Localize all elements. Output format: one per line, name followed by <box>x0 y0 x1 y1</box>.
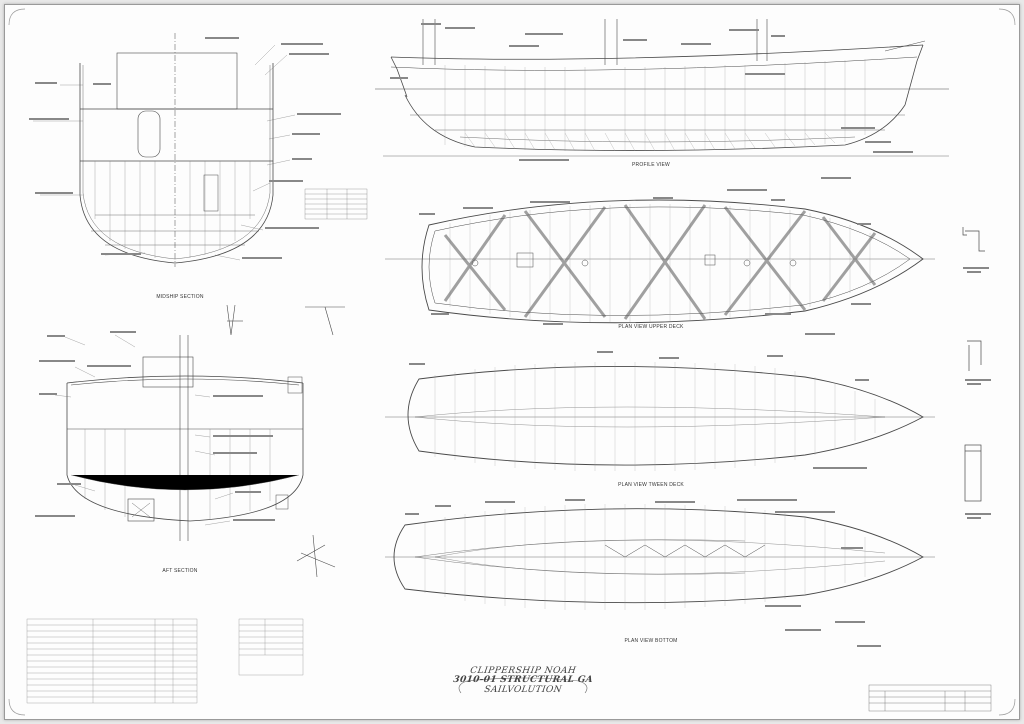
midship-section-frames <box>94 161 251 258</box>
caption-section-aft: AFT SECTION <box>115 568 245 575</box>
notes-table-1 <box>26 618 198 704</box>
upper-deck-label-marks <box>419 177 871 335</box>
caption-section-aft-text: AFT SECTION <box>162 568 198 574</box>
caption-plan-bottom: PLAN VIEW BOTTOM <box>571 638 731 645</box>
profile-frames <box>444 59 866 151</box>
ship-drawing <box>8 8 1016 716</box>
caption-profile-text: PROFILE VIEW <box>632 162 670 168</box>
caption-plan-upper: PLAN VIEW UPPER DECK <box>571 324 731 331</box>
corner-marks <box>8 8 1016 716</box>
midship-table <box>304 188 368 220</box>
caption-plan-tween: PLAN VIEW TWEEN DECK <box>571 482 731 489</box>
profile-label-marks <box>390 23 913 161</box>
aft-section-frames <box>70 429 300 519</box>
upper-deck-fittings <box>471 252 797 268</box>
revision-block <box>868 684 992 712</box>
bottom-frames <box>424 504 866 610</box>
upper-deck-frames <box>449 204 871 322</box>
detail-sections <box>962 227 985 502</box>
midship-leaders <box>33 44 296 261</box>
caption-section-midship-text: MIDSHIP SECTION <box>156 294 204 300</box>
aft-section <box>66 335 304 541</box>
plan-bottom <box>385 508 935 604</box>
caption-plan-upper-text: PLAN VIEW UPPER DECK <box>618 324 684 330</box>
aft-label-marks <box>35 331 275 521</box>
notes-table-2 <box>238 618 304 676</box>
profile-view <box>375 40 949 157</box>
midship-label-marks <box>29 37 341 259</box>
plan-tween-deck <box>385 366 935 466</box>
detail-label-marks <box>963 267 991 519</box>
caption-plan-bottom-text: PLAN VIEW BOTTOM <box>624 638 678 644</box>
upper-deck-diagonals <box>443 204 877 320</box>
bottom-label-marks <box>405 499 881 647</box>
tween-deck-label-marks <box>409 351 869 469</box>
detail-sketches <box>226 304 345 578</box>
title-cartouche <box>458 677 588 694</box>
aft-leaders <box>54 334 234 526</box>
caption-section-midship: MIDSHIP SECTION <box>115 294 245 301</box>
midship-section <box>79 33 274 267</box>
tween-deck-frames <box>434 362 876 471</box>
caption-plan-tween-text: PLAN VIEW TWEEN DECK <box>618 482 684 488</box>
caption-profile: PROFILE VIEW <box>571 162 731 169</box>
title-company: SAILVOLUTION <box>483 684 563 695</box>
profile-hatching <box>464 132 836 152</box>
drawing-sheet: PROFILE VIEW PLAN VIEW UPPER DECK PLAN V… <box>4 4 1020 720</box>
profile-masts <box>422 19 768 65</box>
title-block: CLIPPERSHIP NOAH 3010-01 STRUCTURAL GA S… <box>453 666 594 695</box>
